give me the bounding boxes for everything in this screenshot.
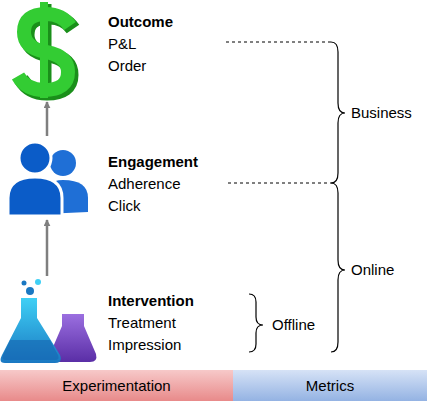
stage-heading: Outcome xyxy=(108,11,173,33)
stage-group: InterventionTreatmentImpression xyxy=(2,278,227,364)
stage-group: OutcomeP&LOrder xyxy=(2,2,227,100)
bracket-label: Online xyxy=(351,261,394,279)
band-label: Metrics xyxy=(306,377,354,395)
stage-item: Impression xyxy=(108,334,194,356)
category-band: Metrics xyxy=(233,370,427,401)
stage-item: Treatment xyxy=(108,312,194,334)
stage-item: Click xyxy=(108,195,198,217)
bracket-label: Business xyxy=(351,104,412,122)
text-stack: OutcomeP&LOrder xyxy=(108,11,173,77)
category-band: Experimentation xyxy=(0,370,233,401)
stage-item: P&L xyxy=(108,33,173,55)
curly-brace xyxy=(331,42,345,183)
bracket-label: Offline xyxy=(272,316,315,334)
curly-brace xyxy=(249,294,263,352)
dashed-guide xyxy=(226,42,331,43)
flask-icon xyxy=(1,279,97,363)
stage-group: EngagementAdherenceClick xyxy=(2,138,227,218)
stage-heading: Engagement xyxy=(108,151,198,173)
dollar-icon xyxy=(18,2,73,100)
stage-item: Adherence xyxy=(108,173,198,195)
band-label: Experimentation xyxy=(62,377,170,395)
people-icon xyxy=(8,142,88,216)
stage-heading: Intervention xyxy=(108,290,194,312)
flow-arrow xyxy=(46,102,49,136)
stage-item: Order xyxy=(108,55,173,77)
text-stack: InterventionTreatmentImpression xyxy=(108,290,194,356)
curly-brace xyxy=(331,183,345,352)
flow-arrow xyxy=(46,220,49,276)
dashed-guide xyxy=(228,183,331,184)
text-stack: EngagementAdherenceClick xyxy=(108,151,198,217)
